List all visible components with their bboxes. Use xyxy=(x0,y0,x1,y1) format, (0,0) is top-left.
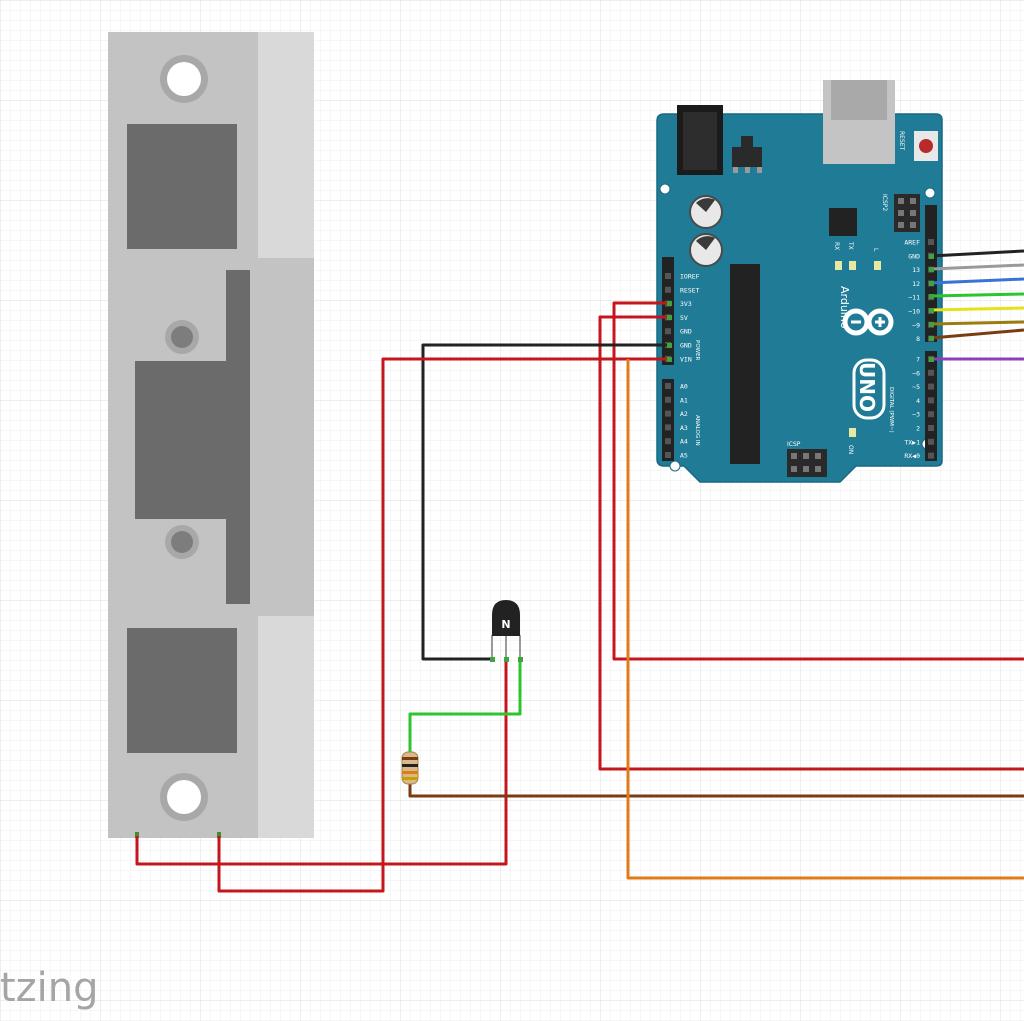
tx-label: TX xyxy=(847,241,854,250)
wire-yellow-pin-10 xyxy=(930,306,1024,312)
wire-blue-pin-12 xyxy=(930,277,1024,285)
npn-transistor[interactable]: N xyxy=(490,600,523,662)
wire-brown-resistor xyxy=(408,784,1024,798)
pin-label: ~10 xyxy=(908,308,920,316)
pin-label: GND xyxy=(908,252,920,260)
analog-header xyxy=(662,379,674,461)
pin-label: 3V3 xyxy=(680,300,692,308)
pin-label: A1 xyxy=(680,396,688,404)
wire-endpoints xyxy=(667,254,934,362)
electric-door-strike[interactable] xyxy=(108,32,314,838)
pin-socket[interactable] xyxy=(928,383,934,390)
wire-brown-pin-8 xyxy=(930,328,1024,340)
pin-label: RESET xyxy=(680,286,700,294)
pin-label: ~3 xyxy=(912,411,920,419)
wires xyxy=(135,249,1024,893)
transistor-label: N xyxy=(501,618,510,631)
pin-label: 7 xyxy=(916,356,920,364)
pin-socket[interactable] xyxy=(665,273,671,279)
board-brand-label: Arduino xyxy=(838,286,851,329)
wire-orange-vin-feed xyxy=(626,359,1024,880)
pin-socket[interactable] xyxy=(665,328,671,335)
fritzing-watermark: tzing xyxy=(0,965,99,1011)
pin-socket[interactable] xyxy=(665,424,671,431)
pin-label: A0 xyxy=(680,383,688,391)
pin-socket[interactable] xyxy=(928,369,934,376)
pin-label: GND xyxy=(680,342,692,350)
power-label: POWER xyxy=(694,340,700,361)
pin-label: RX◀0 xyxy=(904,452,920,460)
digital-label: DIGITAL (PWM~) xyxy=(888,387,894,433)
pin-label: ~5 xyxy=(912,383,920,391)
wire-black-gnd xyxy=(421,343,669,661)
pin-label: A3 xyxy=(680,424,688,432)
pin-label: A5 xyxy=(680,452,688,460)
pin-socket[interactable] xyxy=(665,438,671,445)
icsp2-label: ICSP2 xyxy=(881,194,888,211)
pin-socket[interactable] xyxy=(928,397,934,404)
pin-socket[interactable] xyxy=(665,452,671,458)
pin-label: GND xyxy=(680,328,692,336)
arduino-logo xyxy=(842,308,894,336)
rx-label: RX xyxy=(833,242,840,250)
pin-label: 4 xyxy=(916,397,920,405)
pin-socket[interactable] xyxy=(928,452,934,459)
pin-label: VIN xyxy=(680,355,692,363)
arduino-uno-board[interactable]: Arduino UNO RESET ICSP2 ICSP TX RX L ON … xyxy=(656,80,943,483)
pin-socket[interactable] xyxy=(665,410,671,417)
pin-socket[interactable] xyxy=(928,239,934,245)
wire-red-3v3 xyxy=(612,301,1024,661)
pin-label: 2 xyxy=(916,425,920,433)
pin-label: AREF xyxy=(904,239,920,247)
usb-chip xyxy=(829,208,857,236)
wire-black-pin-gnd xyxy=(930,249,1024,258)
pin-socket[interactable] xyxy=(928,411,934,418)
power-header xyxy=(662,257,674,365)
wire-red-vin xyxy=(217,357,669,893)
icsp-label: ICSP xyxy=(787,441,801,448)
board-model-label: UNO xyxy=(855,362,879,412)
wire-olive-pin-9 xyxy=(930,320,1024,326)
pin-socket[interactable] xyxy=(665,286,671,293)
pin-label: A2 xyxy=(680,410,688,418)
wire-red-5v xyxy=(598,315,1024,771)
pin-label: 13 xyxy=(912,266,920,274)
on-label: ON xyxy=(847,445,854,454)
pin-label: A4 xyxy=(680,438,688,446)
pin-socket[interactable] xyxy=(665,396,671,403)
icsp2-header xyxy=(894,194,920,232)
pin-label: ~11 xyxy=(908,294,920,302)
pin-label: TX▶1 xyxy=(904,438,920,446)
pin-label: 12 xyxy=(912,280,920,288)
wire-green-base xyxy=(408,659,522,752)
digital-header-bottom xyxy=(925,351,937,461)
pin-label: IOREF xyxy=(680,273,700,281)
pin-socket[interactable] xyxy=(928,425,934,431)
pin-label: 5V xyxy=(680,314,688,322)
pin-socket[interactable] xyxy=(928,438,934,445)
reset-label: RESET xyxy=(898,131,905,151)
l-label: L xyxy=(872,248,879,252)
wire-green-pin-11 xyxy=(930,292,1024,298)
pin-label: ~6 xyxy=(912,369,920,377)
pin-socket[interactable] xyxy=(665,383,671,389)
pin-label: 8 xyxy=(916,335,920,343)
wire-gray-pin-13 xyxy=(930,263,1024,271)
digital-header-top xyxy=(925,205,937,342)
pin-label: ~9 xyxy=(912,321,920,329)
atmega-chip xyxy=(730,264,760,464)
analog-label: ANALOG IN xyxy=(694,415,700,446)
wire-red-collector xyxy=(135,659,508,866)
resistor[interactable] xyxy=(401,751,419,785)
